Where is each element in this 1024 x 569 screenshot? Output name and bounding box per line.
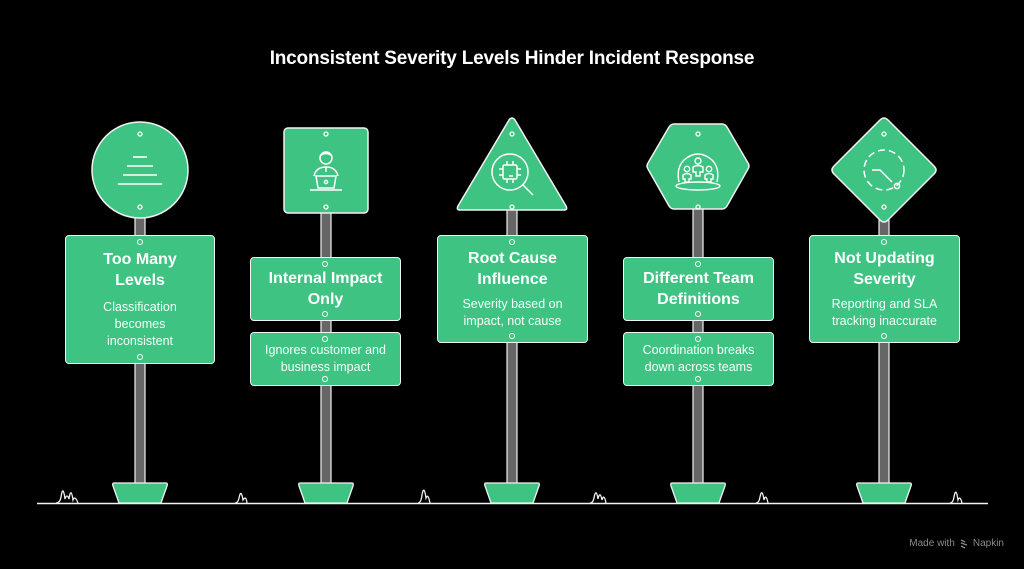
bolt-icon: [509, 333, 515, 339]
person-laptop-icon: [310, 151, 342, 191]
sign-square: [283, 127, 369, 214]
pole-bases: [112, 482, 912, 504]
sign-board-root-cause-influence: Root Cause Influence Severity based on i…: [437, 235, 588, 343]
sign-description: Coordination breaks down across teams: [642, 343, 755, 374]
bolt-icon: [881, 239, 887, 245]
sign-description: Classification becomes inconsistent: [103, 300, 177, 348]
sign-diamond: [831, 117, 937, 223]
bolt-icon: [137, 354, 143, 360]
sign-triangle: [456, 117, 568, 211]
bolt-icon: [695, 261, 701, 267]
napkin-logo-icon: [960, 538, 968, 549]
sign-description: Ignores customer and business impact: [265, 343, 386, 374]
sign-board-different-team-definitions: Different Team Definitions: [623, 257, 774, 321]
bolt-icon: [695, 336, 701, 342]
chip-magnifier-icon: [491, 153, 534, 196]
bolt-icon: [322, 261, 328, 267]
sign-board-internal-impact-only-desc: Ignores customer and business impact: [250, 332, 401, 386]
bolt-icon: [695, 311, 701, 317]
bolt-icon: [322, 311, 328, 317]
sign-hexagon: [646, 123, 750, 210]
bolt-icon: [509, 239, 515, 245]
diagram-title: Inconsistent Severity Levels Hinder Inci…: [269, 48, 755, 69]
sign-heading: Internal Impact Only: [268, 270, 383, 308]
sign-board-not-updating-severity: Not Updating Severity Reporting and SLA …: [809, 235, 960, 343]
watermark-prefix: Made with: [909, 538, 955, 549]
bolt-icon: [695, 376, 701, 382]
bolt-icon: [322, 376, 328, 382]
sign-heading: Different Team Definitions: [643, 270, 754, 308]
sign-board-internal-impact-only: Internal Impact Only: [250, 257, 401, 321]
sign-board-too-many-levels: Too Many Levels Classification becomes i…: [65, 235, 215, 364]
sign-heading: Not Updating Severity: [834, 250, 935, 288]
sign-heading: Too Many Levels: [103, 251, 177, 289]
grass-tufts: [55, 489, 963, 504]
bolt-icon: [137, 239, 143, 245]
sign-description: Reporting and SLA tracking inaccurate: [831, 297, 938, 328]
bolt-icon: [322, 336, 328, 342]
dashed-clock-icon: [863, 149, 905, 191]
team-group-icon: [675, 153, 721, 191]
sign-description: Severity based on impact, not cause: [462, 297, 563, 328]
sign-heading: Root Cause Influence: [468, 250, 557, 288]
sign-board-different-team-definitions-desc: Coordination breaks down across teams: [623, 332, 774, 386]
sign-circle: [91, 121, 189, 219]
stacked-lines-icon: [118, 156, 162, 185]
watermark-brand: Napkin: [972, 538, 1004, 549]
bolt-icon: [881, 333, 887, 339]
watermark: Made with Napkin: [909, 538, 1004, 549]
